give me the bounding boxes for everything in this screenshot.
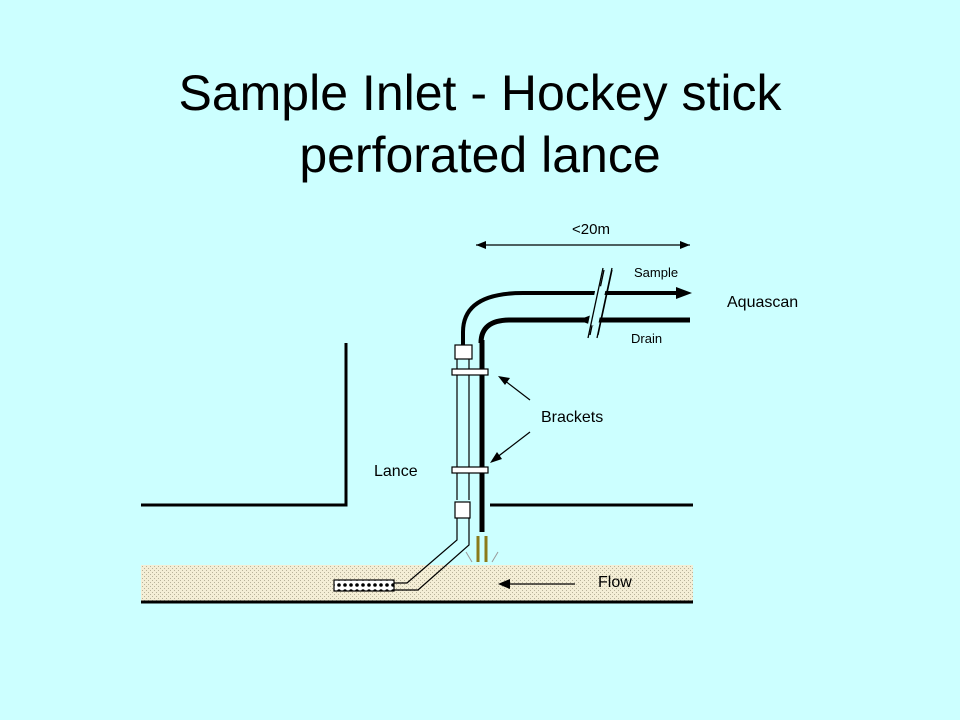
sample-arrowhead bbox=[676, 287, 692, 299]
brackets-leaders bbox=[490, 376, 531, 463]
upper-coupler bbox=[454, 344, 473, 360]
sample-pipe bbox=[461, 291, 678, 345]
distance-label: <20m bbox=[572, 221, 610, 238]
destination-label: Aquascan bbox=[727, 294, 798, 311]
lower-coupler bbox=[454, 501, 471, 519]
slide-title: Sample Inlet - Hockey stick perforated l… bbox=[0, 62, 960, 186]
title-line-2: perforated lance bbox=[299, 127, 661, 183]
left-wall bbox=[141, 343, 348, 507]
sample-label: Sample bbox=[634, 265, 678, 280]
title-line-1: Sample Inlet - Hockey stick bbox=[178, 65, 782, 121]
flow-label: Flow bbox=[598, 574, 632, 591]
drain-outlet bbox=[465, 536, 499, 563]
brackets-label: Brackets bbox=[541, 409, 603, 426]
sediment-bed bbox=[141, 565, 693, 602]
upper-bracket bbox=[451, 368, 489, 376]
lance-tube bbox=[394, 358, 470, 591]
perforated-section bbox=[333, 579, 395, 592]
flow-arrow bbox=[498, 579, 575, 589]
pipe-break-lines bbox=[587, 267, 613, 339]
lance-label: Lance bbox=[374, 463, 418, 480]
channel-walls bbox=[141, 343, 693, 507]
lower-bracket bbox=[451, 466, 489, 474]
drain-pipe bbox=[478, 317, 690, 344]
drain-label: Drain bbox=[631, 331, 662, 346]
distance-dimension bbox=[476, 241, 690, 249]
